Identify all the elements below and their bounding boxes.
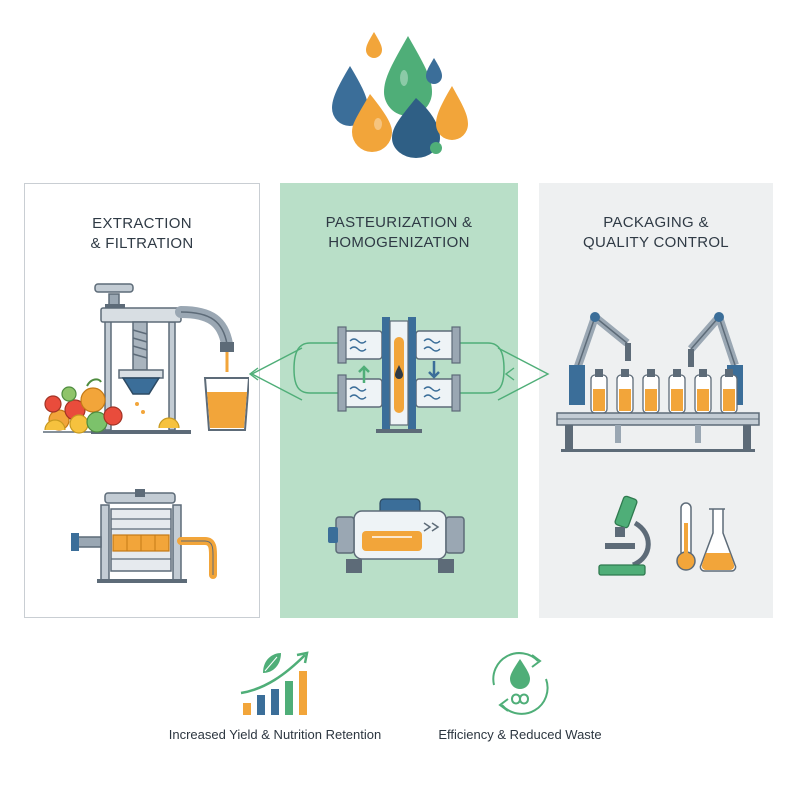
bottling-line-icon: [555, 309, 761, 455]
growth-chart-icon: [235, 645, 315, 719]
recycle-drop-icon: [480, 645, 560, 719]
stage-title-line1: PASTEURIZATION &: [325, 214, 473, 231]
flask-thermometer-icon: [673, 499, 743, 579]
homogenizer-icon: [328, 493, 470, 583]
benefit-efficiency: Efficiency & Reduced Waste: [410, 645, 630, 742]
benefit-label: Increased Yield & Nutrition Retention: [168, 727, 382, 742]
stage-title-line2: QUALITY CONTROL: [583, 234, 729, 251]
stage-title-line1: PACKAGING &: [603, 214, 709, 231]
heat-exchanger-icon: [290, 313, 508, 453]
filter-press-icon: [71, 489, 221, 589]
droplets-logo-icon: [320, 28, 480, 158]
stage-title-line2: & FILTRATION: [90, 235, 194, 252]
stage-title: PACKAGING & QUALITY CONTROL: [539, 213, 773, 253]
benefit-yield: Increased Yield & Nutrition Retention: [150, 645, 400, 742]
stage-packaging-panel: PACKAGING & QUALITY CONTROL: [539, 183, 773, 618]
stage-pasteurization-panel: PASTEURIZATION & HOMOGENIZATION: [280, 183, 518, 618]
stage-extraction-panel: EXTRACTION & FILTRATION: [24, 183, 260, 618]
stage-title-line2: HOMOGENIZATION: [328, 234, 470, 251]
stage-title: PASTEURIZATION & HOMOGENIZATION: [280, 213, 518, 253]
stage-title-line1: EXTRACTION: [92, 215, 192, 232]
microscope-icon: [595, 493, 655, 583]
benefit-label: Efficiency & Reduced Waste: [438, 727, 602, 742]
flow-connector-right: [496, 344, 556, 404]
stage-title: EXTRACTION & FILTRATION: [25, 214, 259, 254]
flow-connector-left: [244, 344, 304, 404]
juice-press-icon: [39, 282, 249, 452]
